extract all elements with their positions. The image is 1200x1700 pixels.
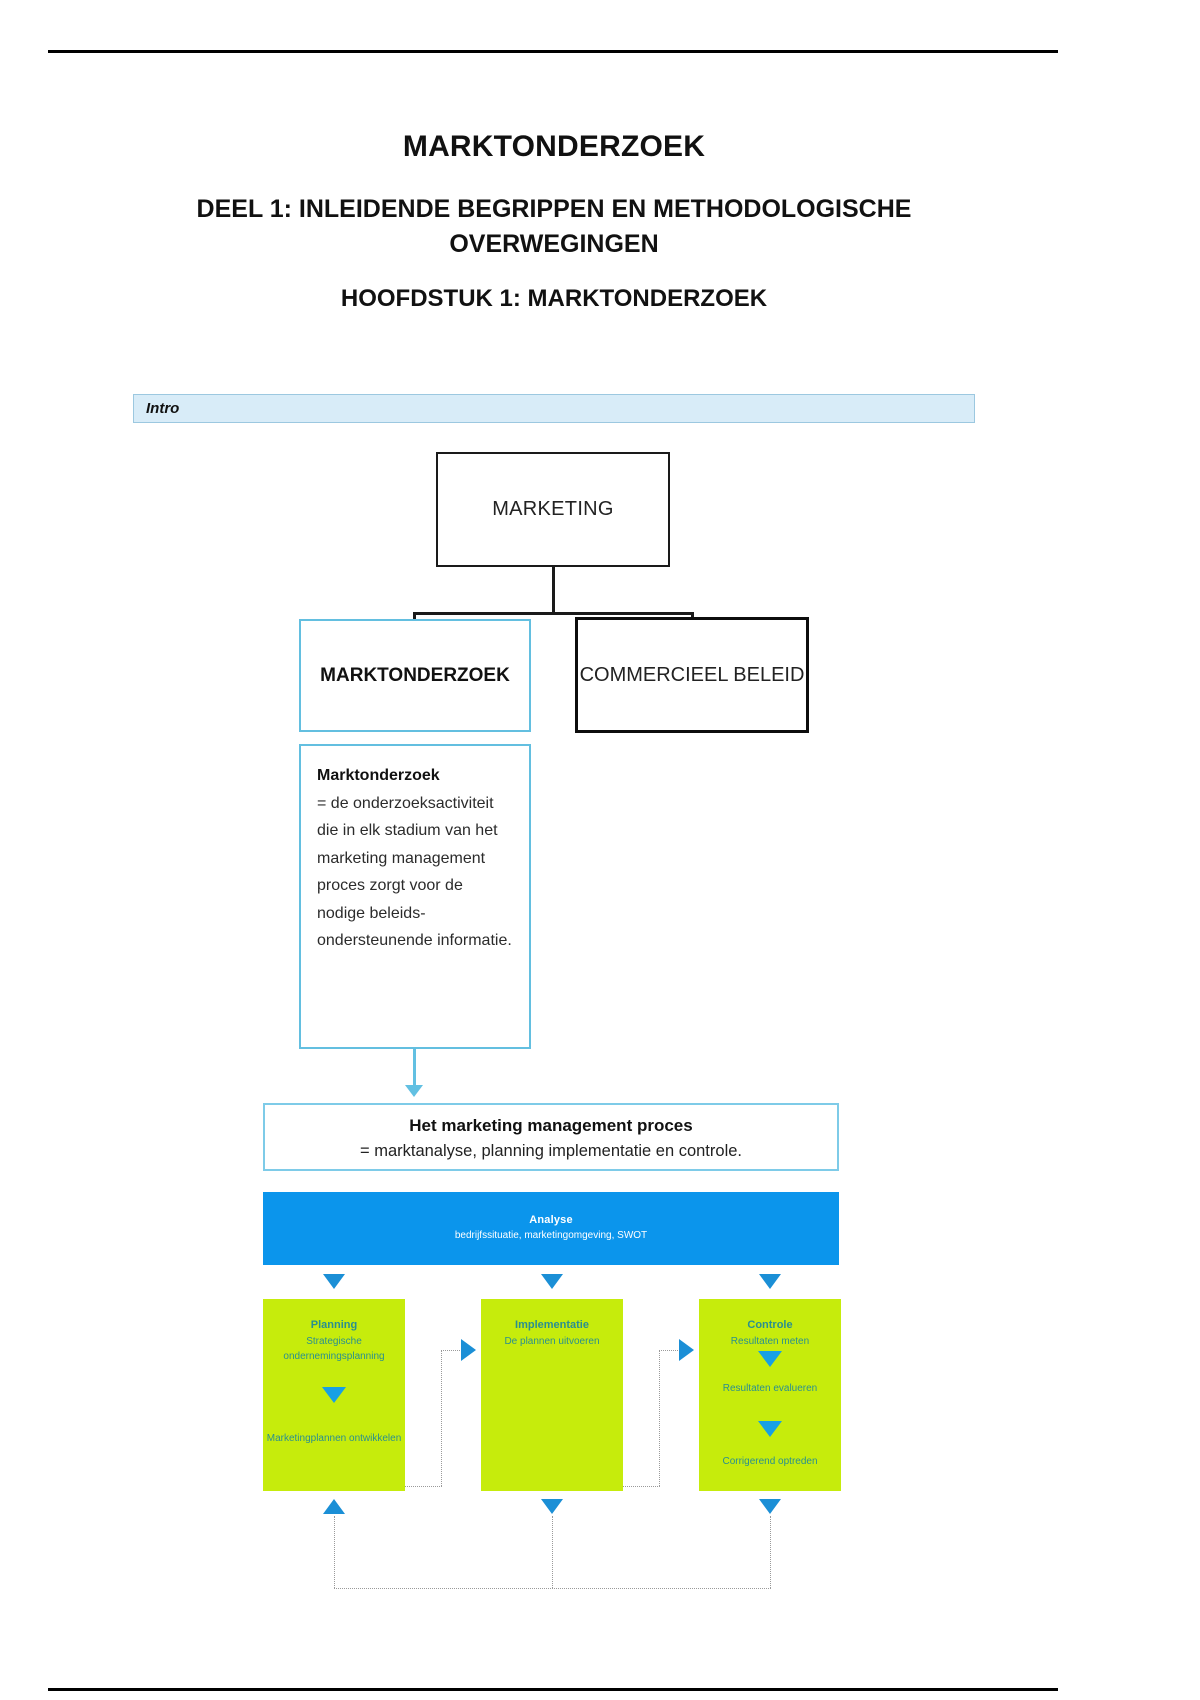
flow-stage-implementatie-title: Implementatie [515, 1319, 589, 1331]
node-commercieel-beleid-label: COMMERCIEEL BELEID [579, 663, 805, 686]
node-commercieel-beleid: COMMERCIEEL BELEID [575, 617, 809, 733]
intro-label: Intro [146, 400, 180, 417]
flow-stage-implementatie-subtitle: De plannen uitvoeren [504, 1335, 600, 1347]
flow-stage-controle-subtitle: Resultaten meten [730, 1335, 810, 1347]
flow-stage-controle-title: Controle [747, 1319, 793, 1331]
process-definition-box: Het marketing management proces = markta… [263, 1103, 839, 1171]
arrow-up-icon-feedback-planning [323, 1499, 345, 1514]
arrow-down-icon-controle-step-2 [758, 1421, 782, 1437]
flow-stage-controle-step-2: Corrigerend optreden [722, 1456, 818, 1467]
connector-definition-to-process [413, 1049, 416, 1087]
node-marktonderzoek-label: MARKTONDERZOEK [320, 664, 510, 686]
arrow-down-icon-feedback-controle [759, 1499, 781, 1514]
dotted-connector-controle-in-h [659, 1350, 680, 1351]
dotted-connector-planning-h [405, 1486, 442, 1487]
flow-stage-planning-subtitle: Strategische ondernemingsplanning [283, 1335, 385, 1362]
flow-analyse-bar: Analyse bedrijfssituatie, marketingomgev… [263, 1192, 839, 1265]
dotted-connector-planning-v [441, 1350, 442, 1486]
node-marketing: MARKETING [436, 452, 670, 567]
connector-root-stem [552, 567, 555, 614]
arrow-down-icon-controle [759, 1274, 781, 1289]
bottom-rule [48, 1688, 1058, 1691]
definition-box: Marktonderzoek = de onderzoeksactiviteit… [299, 744, 531, 1049]
dotted-connector-impl-v [659, 1350, 660, 1486]
connector-bus [413, 612, 693, 615]
definition-term: Marktonderzoek [317, 767, 440, 784]
chapter-title: HOOFDSTUK 1: MARKTONDERZOEK [340, 285, 768, 312]
intro-banner: Intro [133, 394, 975, 423]
definition-body: = de onderzoeksactiviteit die in elk sta… [317, 794, 512, 950]
dotted-connector-impl-h [623, 1486, 660, 1487]
part-title: DEEL 1: INLEIDENDE BEGRIPPEN EN METHODOL… [196, 195, 912, 258]
flow-stage-controle-step-1: Resultaten evalueren [722, 1383, 818, 1394]
page-title: MARKTONDERZOEK [402, 130, 706, 163]
top-rule [48, 50, 1058, 53]
process-subtitle: = marktanalyse, planning implementatie e… [359, 1141, 742, 1160]
dotted-connector-impl-in-h [441, 1350, 462, 1351]
dotted-feedback-v-right [770, 1516, 771, 1588]
node-marketing-label: MARKETING [492, 498, 614, 520]
arrow-right-icon-implementatie [461, 1339, 476, 1361]
arrow-down-icon-implementatie [541, 1274, 563, 1289]
process-title: Het marketing management proces [409, 1116, 693, 1135]
arrow-down-icon [405, 1085, 423, 1097]
node-marktonderzoek: MARKTONDERZOEK [299, 619, 531, 732]
flow-stage-planning-title: Planning [310, 1319, 358, 1331]
flow-stage-planning: Planning Strategische ondernemingsplanni… [263, 1299, 405, 1491]
dotted-feedback-h [334, 1588, 771, 1589]
arrow-down-icon-feedback-implementatie [541, 1499, 563, 1514]
arrow-down-icon-planning [323, 1274, 345, 1289]
arrow-down-icon-planning-step [322, 1387, 346, 1403]
arrow-right-icon-controle [679, 1339, 694, 1361]
flow-stage-controle: Controle Resultaten meten Resultaten eva… [699, 1299, 841, 1491]
flow-stage-planning-step-1: Marketingplannen ontwikkelen [266, 1433, 402, 1444]
flow-stage-implementatie: Implementatie De plannen uitvoeren [481, 1299, 623, 1491]
flow-analyse-title: Analyse [529, 1214, 573, 1227]
dotted-feedback-v-left [334, 1516, 335, 1588]
flow-analyse-subtitle: bedrijfssituatie, marketingomgeving, SWO… [454, 1230, 648, 1242]
dotted-feedback-v-mid [552, 1516, 553, 1588]
arrow-down-icon-controle-step-1 [758, 1351, 782, 1367]
